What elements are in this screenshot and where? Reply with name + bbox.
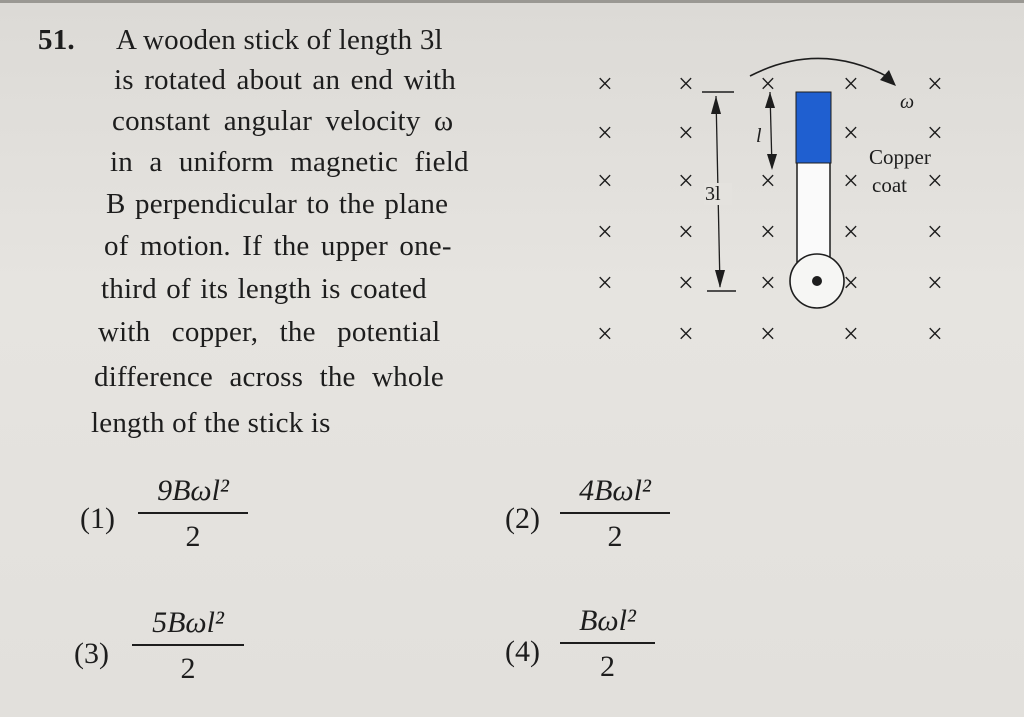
question-line: in a uniform magnetic field: [110, 146, 469, 178]
field-cross-icon: ×: [760, 69, 776, 100]
field-cross-icon: ×: [597, 69, 613, 100]
option-denominator: 2: [180, 652, 196, 685]
arrow-down-icon: [715, 270, 725, 288]
question-line: with copper, the potential: [98, 316, 441, 348]
pivot-dot-icon: [812, 276, 822, 286]
field-cross-icon: ×: [678, 217, 694, 248]
arrow-down-icon: [767, 154, 777, 170]
field-cross-icon: ×: [843, 217, 859, 248]
field-cross-icon: ×: [843, 319, 859, 350]
wooden-stick: [796, 161, 831, 263]
field-cross-icon: ×: [927, 268, 943, 299]
rotation-arc: [749, 57, 891, 79]
field-cross-icon: ×: [843, 268, 859, 299]
field-cross-icon: ×: [760, 268, 776, 299]
copper-coat-section: [795, 91, 832, 164]
field-cross-icon: ×: [927, 217, 943, 248]
question-line: is rotated about an end with: [114, 64, 456, 96]
option-denominator: 2: [185, 520, 201, 553]
field-cross-icon: ×: [597, 217, 613, 248]
field-cross-icon: ×: [678, 319, 694, 350]
arrow-up-icon: [711, 96, 721, 114]
magnetic-field-crosses: × × × × × × × × × × × × × × × × × × × × × × × × × × × × ×: [597, 69, 943, 350]
field-cross-icon: ×: [678, 118, 694, 149]
question-line: difference across the whole: [94, 361, 444, 393]
length-l-label: l: [756, 125, 762, 147]
field-cross-icon: ×: [597, 268, 613, 299]
option-denominator: 2: [600, 650, 615, 683]
fraction-bar: [560, 642, 655, 644]
field-cross-icon: ×: [927, 319, 943, 350]
field-cross-icon: ×: [597, 118, 613, 149]
fraction-bar: [138, 512, 248, 514]
fraction-bar: [560, 512, 670, 514]
copper-label: Copper: [869, 145, 931, 169]
field-cross-icon: ×: [760, 166, 776, 197]
page-top-rule: [0, 0, 1024, 3]
field-cross-icon: ×: [678, 268, 694, 299]
length-3l-label: 3l: [705, 183, 721, 205]
option-label: (2): [505, 502, 540, 535]
field-cross-icon: ×: [843, 69, 859, 100]
question-line: length of the stick is: [91, 407, 331, 439]
option-label: (1): [80, 502, 115, 535]
field-cross-icon: ×: [760, 319, 776, 350]
question-line: constant angular velocity ω: [112, 105, 454, 137]
option-numerator: Bωl²: [579, 604, 636, 637]
fraction-bar: [132, 644, 244, 646]
option-numerator: 4Bωl²: [579, 474, 651, 507]
field-cross-icon: ×: [843, 118, 859, 149]
question-line: of motion. If the upper one-: [104, 230, 452, 262]
question-line: third of its length is coated: [101, 273, 427, 305]
coat-label: coat: [872, 173, 907, 197]
label-mask: [704, 183, 732, 205]
option-numerator: 9Bωl²: [157, 474, 229, 507]
rotation-arrowhead-icon: [880, 70, 896, 86]
field-cross-icon: ×: [927, 69, 943, 100]
question-line: A wooden stick of length 3l: [116, 24, 443, 56]
question-line: B perpendicular to the plane: [106, 188, 449, 220]
option-label: (4): [505, 635, 540, 668]
field-cross-icon: ×: [843, 166, 859, 197]
option-label: (3): [74, 637, 109, 670]
field-cross-icon: ×: [927, 118, 943, 149]
field-cross-icon: ×: [927, 166, 943, 197]
field-cross-icon: ×: [597, 166, 613, 197]
question-number: 51.: [38, 24, 75, 56]
option-denominator: 2: [607, 520, 623, 553]
option-numerator: 5Bωl²: [152, 606, 224, 639]
omega-label: ω: [900, 91, 914, 113]
field-cross-icon: ×: [678, 166, 694, 197]
field-cross-icon: ×: [760, 217, 776, 248]
field-cross-icon: ×: [597, 319, 613, 350]
arrow-up-icon: [765, 92, 775, 108]
field-cross-icon: ×: [678, 69, 694, 100]
